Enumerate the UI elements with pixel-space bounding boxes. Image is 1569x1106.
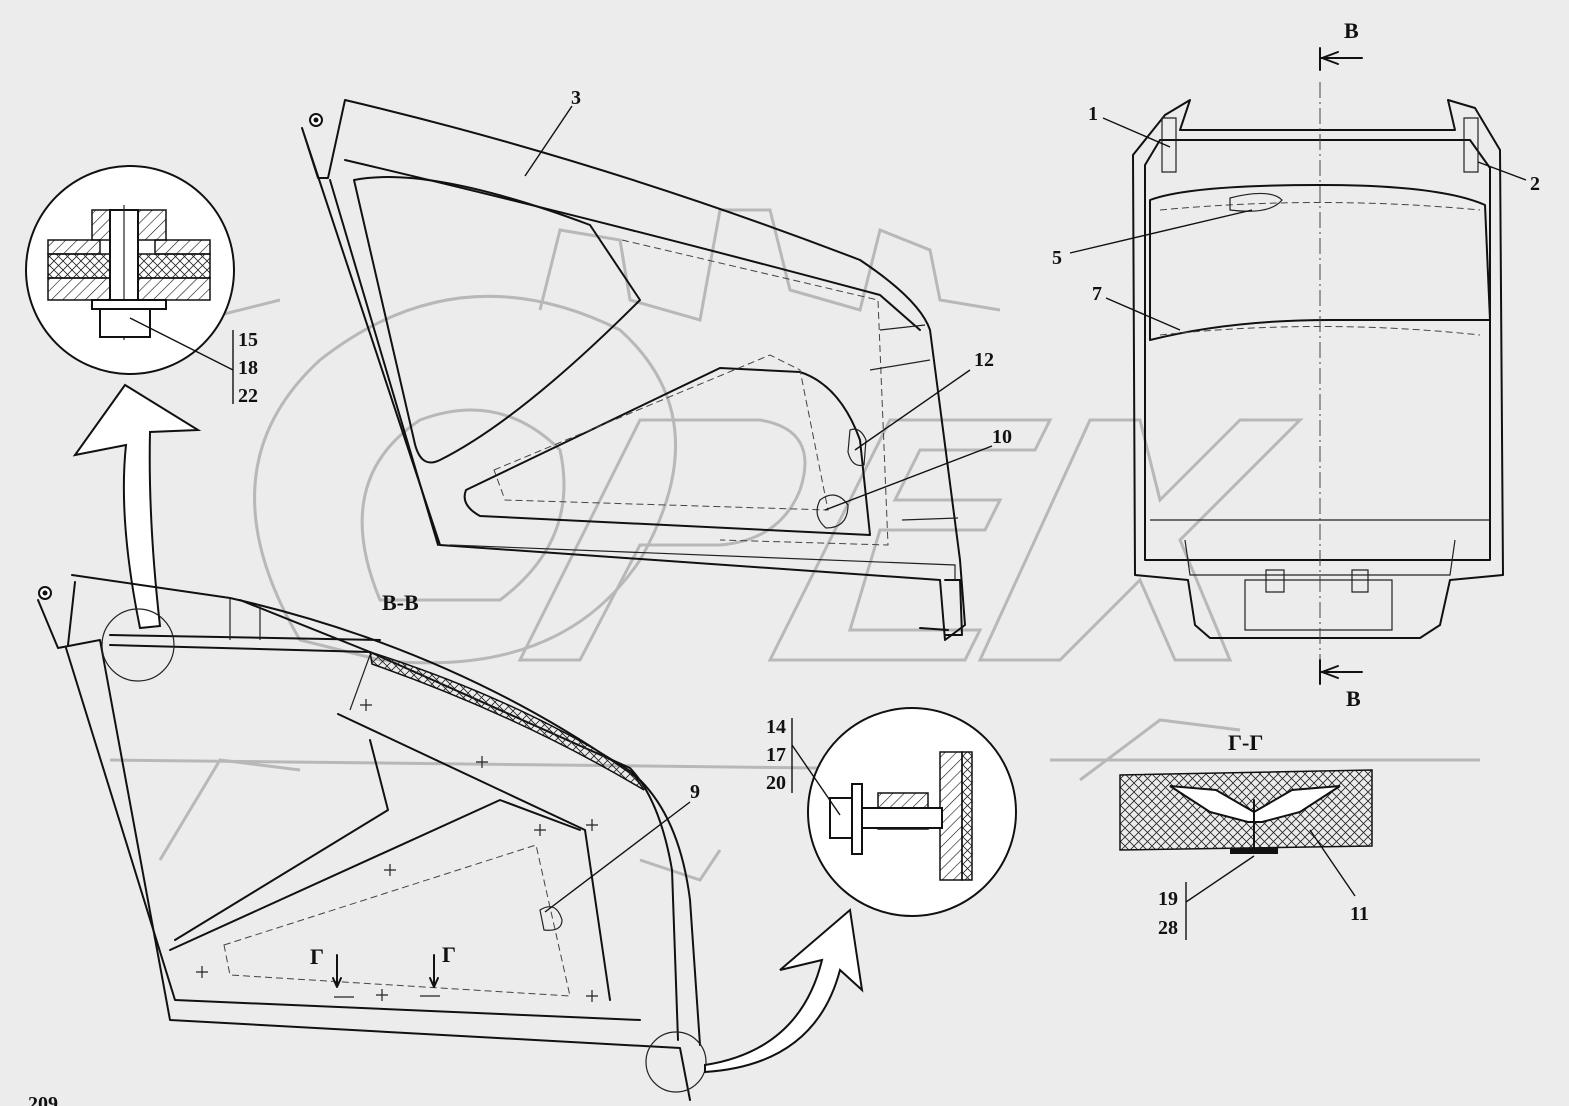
detail-bolt-top: 15 18 22 bbox=[25, 165, 258, 407]
callout-12: 12 bbox=[854, 349, 994, 451]
lower-part-view: Г Г bbox=[37, 574, 707, 1101]
svg-text:12: 12 bbox=[974, 349, 994, 371]
callout-7: 7 bbox=[1092, 283, 1181, 331]
svg-text:3: 3 bbox=[571, 87, 581, 109]
section-title-b-b: В-В bbox=[382, 590, 419, 615]
callout-5: 5 bbox=[1052, 209, 1253, 269]
stack-label: 18 bbox=[238, 357, 258, 379]
detail-arrow-left bbox=[72, 383, 202, 630]
section-mark-g-right: Г bbox=[442, 942, 456, 967]
callout-1: 1 bbox=[1088, 103, 1171, 148]
section-mark-b-bottom: В bbox=[1346, 686, 1361, 711]
callout-19-28: 19 28 bbox=[1158, 855, 1255, 940]
callout-10: 10 bbox=[824, 426, 1012, 511]
callout-3: 3 bbox=[524, 87, 581, 177]
stack-label: 22 bbox=[238, 385, 258, 407]
stack-label: 20 bbox=[766, 772, 786, 794]
section-mark-b-top: В bbox=[1344, 18, 1359, 43]
callout-11: 11 bbox=[1309, 829, 1369, 925]
svg-text:5: 5 bbox=[1052, 247, 1062, 269]
callout-9: 9 bbox=[544, 781, 700, 913]
front-view: В В bbox=[1132, 18, 1504, 711]
section-g-g: Г-Г bbox=[1119, 730, 1373, 854]
callout-2: 2 bbox=[1477, 161, 1540, 195]
stack-label: 19 bbox=[1158, 888, 1178, 910]
svg-text:9: 9 bbox=[690, 781, 700, 803]
svg-text:10: 10 bbox=[992, 426, 1012, 448]
stack-label: 28 bbox=[1158, 917, 1178, 939]
svg-text:7: 7 bbox=[1092, 283, 1102, 305]
section-mark-g-left: Г bbox=[310, 944, 324, 969]
svg-text:2: 2 bbox=[1530, 173, 1540, 195]
corner-mark: 209 bbox=[28, 1093, 58, 1106]
stack-label: 15 bbox=[238, 329, 258, 351]
fastener-marks bbox=[196, 699, 598, 1002]
svg-text:1: 1 bbox=[1088, 103, 1098, 125]
detail-arrow-right bbox=[704, 908, 864, 1074]
stack-label: 14 bbox=[766, 716, 786, 738]
svg-text:11: 11 bbox=[1350, 903, 1369, 925]
detail-bolt-bottom: 14 17 20 bbox=[766, 707, 1017, 917]
callouts: 1 2 3 5 7 9 10 11 bbox=[524, 87, 1540, 940]
upper-part-view bbox=[301, 99, 966, 641]
section-title-g-g: Г-Г bbox=[1228, 730, 1263, 755]
stack-label: 17 bbox=[766, 744, 786, 766]
